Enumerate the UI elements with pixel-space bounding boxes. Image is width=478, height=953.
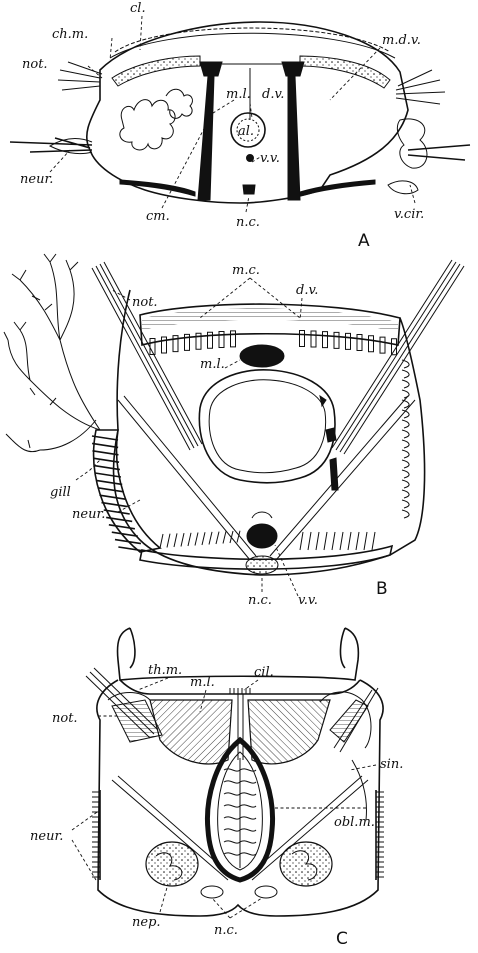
panel-c-label-thm: th.m. [148, 663, 182, 678]
panel-c-nephridium-left [146, 842, 198, 886]
panel-a-cuticle [115, 28, 390, 52]
panel-a-circular-muscle-right [300, 56, 390, 88]
panel-a-label-vcir: v.cir. [394, 207, 424, 222]
panel-a-label-ml: m.l. [226, 87, 251, 102]
panel-a-label-nc: n.c. [236, 215, 260, 230]
panel-a-neuropodium-right [408, 145, 470, 160]
panel-c-label-nep: nep. [132, 915, 161, 930]
panel-c-label-ml: m.l. [190, 675, 215, 690]
panel-c-label-nc: n.c. [214, 923, 238, 938]
panel-c-label-oblm: obl.m. [334, 815, 375, 830]
panel-b-gill [4, 254, 100, 452]
panel-a-oblique-muscle-right [288, 76, 300, 200]
panel-c-label-cil: cil. [254, 665, 274, 680]
panel-a-ventral-cirrus [388, 181, 418, 194]
panel-a-label-chm: ch.m. [52, 27, 88, 42]
panel-b: not. m.c. d.v. m.l. gill neur. n.c. v.v.… [4, 254, 464, 608]
panel-c-longitudinal-muscle-right [248, 700, 330, 764]
panel-a-circular-muscle-left [112, 56, 200, 86]
panel-a: cl. ch.m. m.d.v. not. m.l. d.v. al. v.v.… [10, 1, 470, 251]
panel-a-label-al: al. [238, 124, 254, 139]
panel-b-label-neur: neur. [72, 507, 105, 522]
panel-a-label-cl: cl. [130, 1, 146, 16]
panel-a-label-mdv: m.d.v. [382, 33, 421, 48]
panel-a-letter: A [358, 231, 370, 251]
panel-a-ventral-vessel [247, 155, 254, 162]
panel-c-cilia [230, 688, 250, 694]
panel-c-gut-folds [224, 758, 256, 868]
panel-b-letter: B [376, 579, 388, 599]
panel-a-nerve-cord [243, 185, 255, 194]
panel-b-label-mc: m.c. [232, 263, 260, 278]
panel-b-label-nc: n.c. [248, 593, 272, 608]
panel-a-coelom-organ [120, 100, 175, 150]
panel-a-label-vv: v.v. [260, 151, 280, 166]
panel-b-label-vv: v.v. [298, 593, 318, 608]
panel-a-label-not: not. [22, 57, 48, 72]
panel-b-notopodium-right [332, 260, 464, 454]
panel-c-nerve-cord-left [201, 886, 223, 898]
panel-a-label-cm: cm. [146, 209, 170, 224]
panel-c-letter: C [336, 929, 348, 949]
panel-b-right-comb [402, 360, 409, 518]
panel-c-label-sin: sin. [380, 757, 403, 772]
panel-b-notopodium-left [92, 262, 202, 450]
panel-c-notopodium-right [330, 700, 368, 742]
panel-a-label-dv: d.v. [262, 87, 284, 102]
panel-b-alimentary-canal [199, 370, 335, 483]
panel-a-oblique-muscle-left [198, 76, 214, 200]
panel-b-ventral-vessel [247, 524, 277, 548]
panel-b-label-not: not. [132, 295, 158, 310]
panel-c-nerve-cord-right [255, 886, 277, 898]
panel-b-label-ml: m.l. [200, 357, 225, 372]
panel-c-label-not: not. [52, 711, 78, 726]
panel-c-neuropodium-right [376, 792, 384, 877]
panel-c-label-neur: neur. [30, 829, 63, 844]
panel-b-label-gill: gill [50, 485, 71, 500]
panel-c-longitudinal-muscle-left [150, 700, 232, 764]
panel-b-longitudinal-muscle [240, 345, 284, 367]
panel-b-neuropodium [94, 430, 160, 552]
panel-a-notopodium-left [58, 62, 102, 90]
panel-c: th.m. m.l. cil. not. sin. obl.m. neur. n… [30, 628, 403, 949]
panel-b-label-dv: d.v. [296, 283, 318, 298]
panel-a-label-neur: neur. [20, 172, 53, 187]
panel-a-longitudinal-muscle [200, 62, 222, 76]
